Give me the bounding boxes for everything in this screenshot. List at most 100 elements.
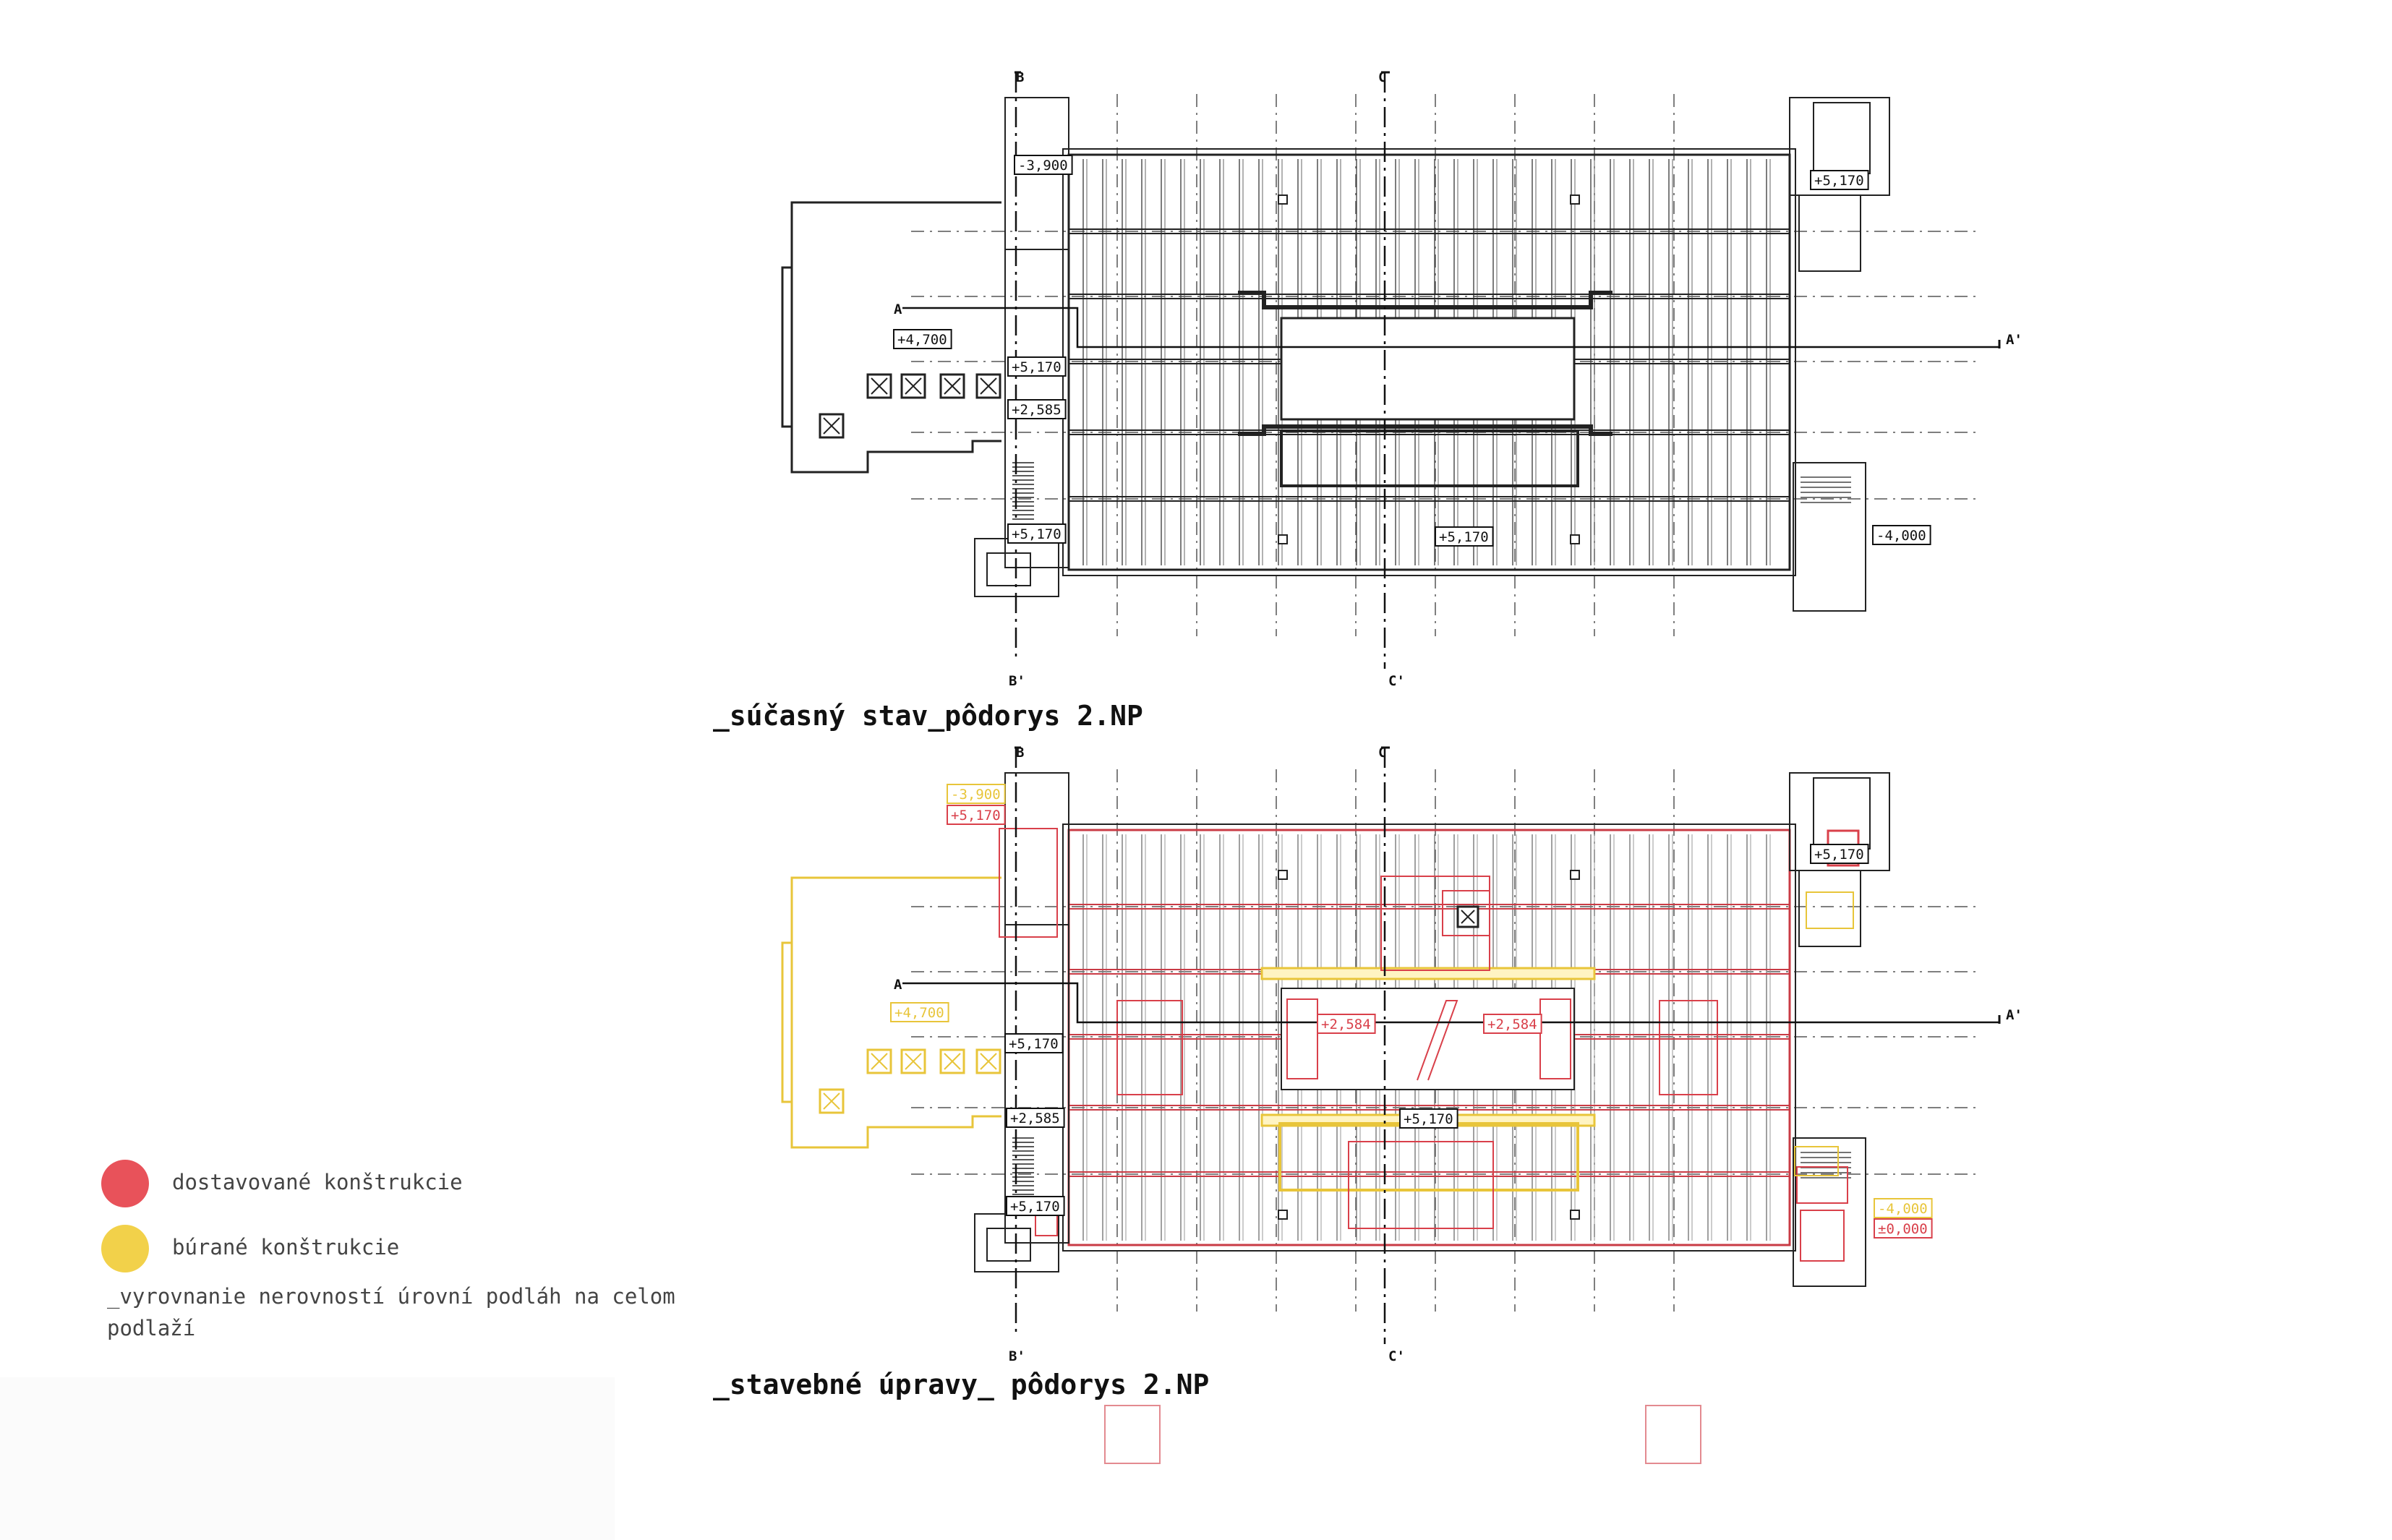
plan-title-existing: _súčasný stav_pôdorys 2.NP xyxy=(713,700,1143,732)
west-core xyxy=(1004,249,1069,568)
legend-demolished-dot xyxy=(101,1225,149,1272)
east-tower-core xyxy=(1813,102,1871,174)
section-label-b: B xyxy=(1016,69,1024,85)
level-label: +5,170 xyxy=(1814,847,1864,863)
level-label-box xyxy=(1317,1014,1376,1034)
demolished-wall xyxy=(1806,891,1854,929)
level-label-box xyxy=(1007,399,1067,419)
legend-demolished-label: búrané konštrukcie xyxy=(172,1235,400,1259)
column-cross xyxy=(905,1053,922,1070)
section-line-a xyxy=(902,307,1999,348)
level-label: -3,900 xyxy=(1018,158,1068,174)
column-cross xyxy=(871,377,888,395)
level-label-box xyxy=(893,329,952,349)
section-label-b-prime: B' xyxy=(1009,673,1025,689)
new-partition xyxy=(1659,1000,1718,1095)
atrium-void xyxy=(1281,988,1575,1090)
level-label-box xyxy=(1483,1014,1542,1034)
demolished-bridge xyxy=(1278,1122,1579,1192)
level-label-box xyxy=(1007,523,1067,544)
marker-box xyxy=(1104,1405,1161,1464)
column-marker xyxy=(1570,534,1580,544)
level-label-box xyxy=(1006,1108,1065,1128)
column-cross xyxy=(871,1053,888,1070)
legend-new-label: dostavované konštrukcie xyxy=(172,1170,463,1194)
level-label-box xyxy=(1004,1033,1064,1053)
level-label: +5,170 xyxy=(1010,1199,1060,1215)
demolished-beam xyxy=(1260,967,1596,980)
note-floor-leveling: _vyrovnanie nerovností úrovní podláh na … xyxy=(107,1284,675,1340)
new-wall xyxy=(1796,1166,1848,1204)
level-label-box xyxy=(947,805,1006,825)
level-label: +2,585 xyxy=(1012,402,1062,418)
level-label: +5,170 xyxy=(1012,526,1062,542)
new-wall xyxy=(999,828,1058,938)
column-cross xyxy=(944,1053,961,1070)
level-label-box xyxy=(1874,1198,1933,1218)
section-label-b-prime: B' xyxy=(1009,1348,1025,1364)
level-label: ±0,000 xyxy=(1878,1221,1928,1237)
level-label: +2,584 xyxy=(1487,1017,1537,1032)
new-partition xyxy=(1116,1000,1183,1095)
atrium-bridge xyxy=(1280,429,1579,487)
level-label-box xyxy=(1399,1108,1458,1129)
level-label: +5,170 xyxy=(1439,529,1489,545)
atrium-beam xyxy=(1238,291,1613,309)
west-annex-outline xyxy=(790,876,1001,1149)
new-stair xyxy=(1800,1210,1845,1262)
column-marker xyxy=(1278,870,1288,880)
level-label: -4,000 xyxy=(1878,1201,1928,1217)
new-stair xyxy=(1539,998,1571,1079)
section-label-c: C xyxy=(1378,745,1386,761)
column-cross xyxy=(980,377,997,395)
marker-box xyxy=(1645,1405,1701,1464)
level-label: +4,700 xyxy=(897,332,947,348)
section-label-a: A xyxy=(894,301,902,317)
section-label-c-prime: C' xyxy=(1388,1348,1405,1364)
column-cross xyxy=(905,377,922,395)
west-annex-room xyxy=(986,552,1031,586)
east-block xyxy=(1793,462,1866,612)
section-label-a-prime: A' xyxy=(2006,1007,2022,1023)
east-block xyxy=(1793,1137,1866,1287)
west-annex-outline xyxy=(790,201,1001,474)
new-ramp xyxy=(1417,1000,1458,1081)
section-label-c-prime: C' xyxy=(1388,673,1405,689)
level-label: +5,170 xyxy=(951,808,1001,824)
column-cross xyxy=(823,1092,840,1110)
level-label-box xyxy=(890,1002,949,1022)
level-label: +2,585 xyxy=(1010,1111,1060,1126)
column-marker xyxy=(1278,1210,1288,1220)
level-label-box xyxy=(1810,170,1869,190)
level-label: +5,170 xyxy=(1009,1036,1059,1052)
level-label-box xyxy=(1006,1196,1065,1216)
column-marker xyxy=(1278,534,1288,544)
level-label-box xyxy=(1874,1218,1933,1239)
column-cross xyxy=(980,1053,997,1070)
legend-new-dot xyxy=(101,1160,149,1207)
level-label-box xyxy=(947,784,1006,804)
plan-building-modifications: BB'CC'AA'-3,900+5,170+4,700+5,170+2,585+… xyxy=(781,745,2022,1364)
blank-panel xyxy=(0,1377,615,1540)
level-label-box xyxy=(1007,356,1067,377)
west-core xyxy=(1004,772,1069,925)
level-label-box xyxy=(1872,525,1931,545)
west-annex-step xyxy=(781,266,792,428)
new-stair xyxy=(1286,998,1318,1079)
demolished-wall xyxy=(1794,1146,1839,1176)
level-label-box xyxy=(1014,155,1073,175)
new-partition xyxy=(1442,890,1490,936)
level-label: +2,584 xyxy=(1321,1017,1371,1032)
atrium-beam xyxy=(1238,424,1613,436)
west-annex-room xyxy=(986,1228,1031,1262)
plan-existing-state: BB'CC'AA'-3,900+4,700+5,170+2,585+5,170+… xyxy=(781,69,2022,689)
level-label: -3,900 xyxy=(951,787,1001,803)
level-label: +5,170 xyxy=(1012,359,1062,375)
section-label-c: C xyxy=(1378,69,1386,85)
column-marker xyxy=(1278,194,1288,205)
west-core xyxy=(1004,924,1069,1244)
level-label: -4,000 xyxy=(1876,528,1926,544)
level-label: +4,700 xyxy=(894,1005,944,1021)
column-marker xyxy=(1570,194,1580,205)
